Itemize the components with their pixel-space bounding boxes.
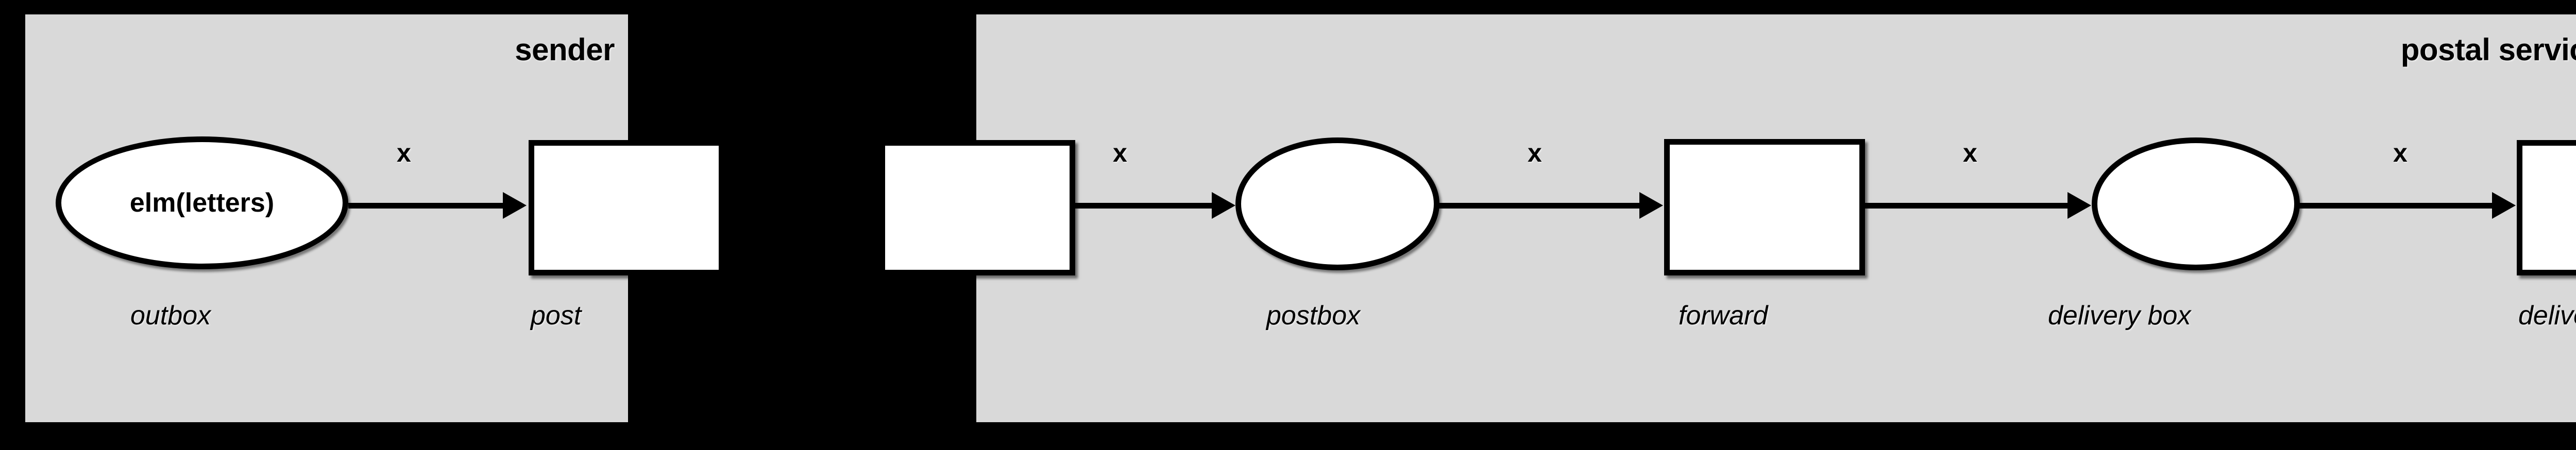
arc-label-forward-to-delivery-box: x — [1963, 139, 1977, 167]
place-delivery-box[interactable] — [2092, 137, 2300, 270]
arc-delivery-box-to-deliver — [2299, 203, 2492, 209]
transition-label-forward: forward — [1679, 301, 1768, 331]
transition-post-continued[interactable] — [879, 140, 1075, 275]
arc-label-delivery-box-to-deliver: x — [2393, 139, 2408, 167]
transition-post[interactable] — [529, 140, 724, 275]
arc-forward-to-delivery-box — [1864, 203, 2067, 209]
arc-label-postbox-to-forward: x — [1528, 139, 1542, 167]
transition-deliver[interactable] — [2517, 140, 2576, 275]
arc-postbox-to-forward — [1437, 203, 1639, 209]
arrowhead-forward-to-delivery-box — [2067, 192, 2091, 219]
arrowhead-postbox-to-forward — [1639, 192, 1663, 219]
transition-forward[interactable] — [1664, 139, 1865, 275]
arc-post-to-postbox — [1067, 203, 1212, 209]
place-label-delivery-box: delivery box — [2048, 301, 2191, 331]
panel-title-postal-service: postal service — [2400, 32, 2576, 67]
place-outbox[interactable]: elm(letters) — [56, 136, 348, 269]
arrowhead-outbox-to-post — [503, 192, 527, 219]
place-marking-outbox: elm(letters) — [129, 188, 275, 218]
arc-outbox-to-post — [348, 203, 503, 209]
transition-label-post: post — [531, 301, 582, 331]
arrowhead-post-to-postbox — [1212, 192, 1235, 219]
arc-label-post-to-postbox: x — [1113, 139, 1127, 167]
place-label-outbox: outbox — [130, 301, 211, 331]
arc-label-outbox-to-post: x — [397, 139, 411, 167]
transition-label-deliver: deliver — [2518, 301, 2576, 331]
arrowhead-delivery-box-to-deliver — [2492, 192, 2516, 219]
place-label-postbox: postbox — [1266, 301, 1361, 331]
place-postbox[interactable] — [1235, 137, 1439, 270]
panel-title-sender: sender — [515, 32, 615, 67]
